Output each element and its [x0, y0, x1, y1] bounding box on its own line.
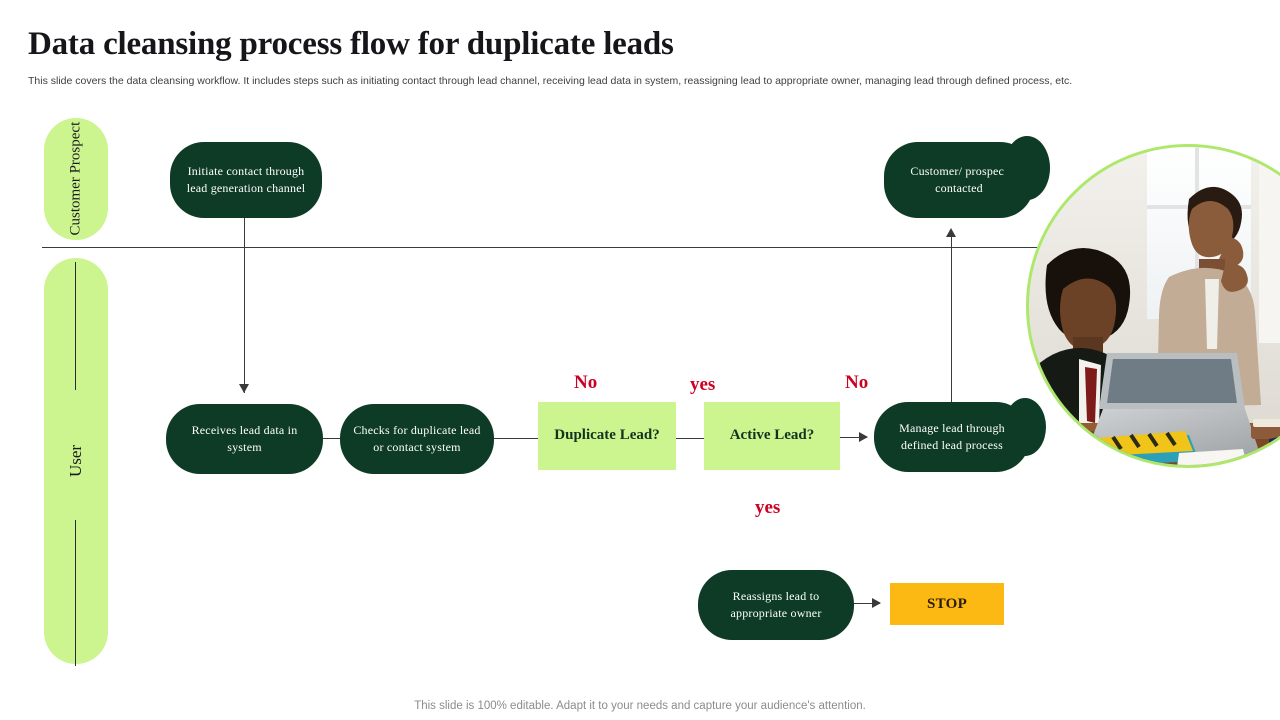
connector-receives-to-checks	[323, 438, 341, 439]
edge-label-duplicate-no: No	[574, 372, 598, 393]
footer-note: This slide is 100% editable. Adapt it to…	[414, 700, 866, 712]
swimlane-label-customer-prospect: Customer Prospect	[44, 118, 108, 240]
process-node-manage-lead[interactable]: Manage lead through defined lead process	[874, 402, 1030, 472]
connector-manage-to-contacted	[951, 232, 952, 402]
swimlane-label-user: User	[44, 258, 108, 664]
connector-initiate-to-receives	[244, 218, 245, 393]
arrowhead-down-icon	[239, 384, 249, 393]
page-subtitle: This slide covers the data cleansing wor…	[28, 75, 1073, 87]
swimlane-divider	[42, 247, 1280, 248]
arrowhead-up-icon	[946, 228, 956, 237]
terminator-node-stop[interactable]: STOP	[890, 583, 1004, 625]
connector-checks-to-duplicate	[494, 438, 538, 439]
swimlane-user-rule-bottom	[75, 520, 76, 666]
connector-reassigns-to-stop	[854, 603, 880, 604]
swimlane-customer-prospect-text: Customer Prospect	[67, 122, 84, 236]
decorative-blob-top	[1004, 136, 1050, 200]
arrowhead-right-icon	[859, 432, 868, 442]
edge-label-active-yes: yes	[755, 497, 781, 518]
connector-active-to-manage	[840, 437, 867, 438]
edge-label-duplicate-yes: yes	[690, 374, 716, 395]
decorative-blob-bottom	[1004, 398, 1046, 456]
decision-node-active-lead[interactable]: Active Lead?	[704, 402, 840, 470]
decision-node-duplicate-lead[interactable]: Duplicate Lead?	[538, 402, 676, 470]
office-photo	[1026, 144, 1280, 468]
process-node-reassigns-lead[interactable]: Reassigns lead to appropriate owner	[698, 570, 854, 640]
edge-label-active-no: No	[845, 372, 869, 393]
process-node-checks-duplicate[interactable]: Checks for duplicate lead or contact sys…	[340, 404, 494, 474]
process-node-receives-lead-data[interactable]: Receives lead data in system	[166, 404, 323, 474]
process-node-initiate-contact[interactable]: Initiate contact through lead generation…	[170, 142, 322, 218]
swimlane-user-rule-top	[75, 262, 76, 390]
connector-duplicate-to-active	[676, 438, 704, 439]
arrowhead-right-stop-icon	[872, 598, 881, 608]
page-title: Data cleansing process flow for duplicat…	[28, 26, 674, 62]
swimlane-user-text: User	[65, 444, 85, 478]
